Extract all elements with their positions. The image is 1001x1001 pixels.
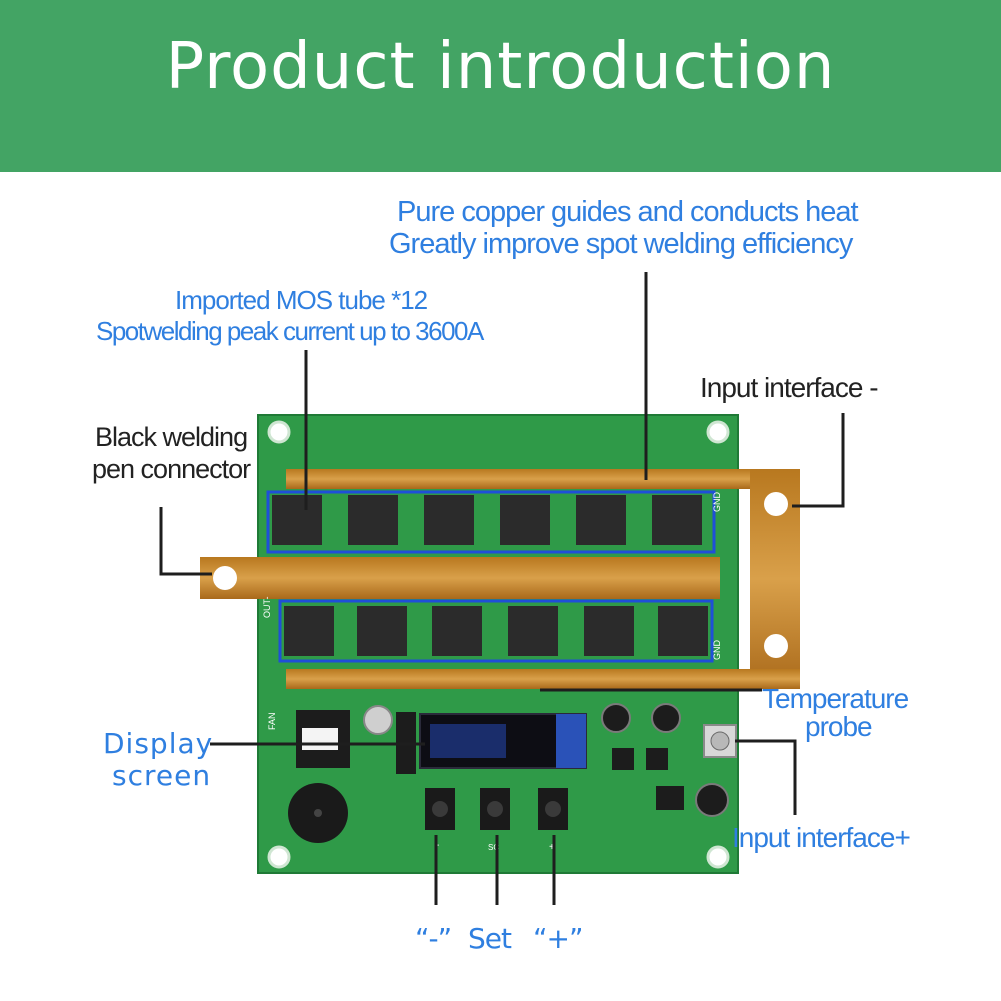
mos-label-line2: Spotwelding peak current up to 3600A (96, 316, 484, 346)
mos-transistor (272, 495, 322, 545)
silk-btn-plus: + (549, 842, 555, 853)
mounting-hole (267, 845, 291, 869)
input-minus-hole (764, 492, 788, 516)
mos-transistor (658, 606, 708, 656)
temperature-label-line1: Temperature (762, 683, 909, 714)
pen-connector-label-line1: Black welding (95, 422, 248, 452)
input-minus-label: Input interface - (700, 372, 879, 403)
plus-button-cap (545, 801, 561, 817)
temperature-label-line2: probe (805, 711, 873, 742)
minus-button-cap (432, 801, 448, 817)
capacitor (363, 705, 393, 735)
leader-input-minus (792, 413, 845, 508)
silk-btn-set: SC (488, 843, 499, 852)
mos-transistor (576, 495, 626, 545)
mos-transistor (652, 495, 702, 545)
mos-row-top (266, 490, 716, 554)
copper-bar-bottom (286, 669, 800, 689)
mos-transistor (348, 495, 398, 545)
capacitor (695, 783, 729, 817)
display-label-line1: Display (103, 727, 214, 760)
screw-icon (710, 731, 730, 751)
mounting-hole (267, 420, 291, 444)
mos-transistor (508, 606, 558, 656)
pen-connector-label-line2: pen connector (92, 454, 251, 484)
copper-bar-top (286, 469, 800, 489)
page-title: Product introduction (165, 30, 836, 104)
capacitor (651, 703, 681, 733)
copper-bar-pen (200, 557, 720, 599)
set-button-label: Set (468, 922, 512, 955)
silk-btn-minus: - (436, 840, 439, 851)
inductor (646, 748, 668, 770)
silk-gnd-top: GND (712, 492, 722, 513)
mounting-hole (706, 420, 730, 444)
mos-transistor (424, 495, 474, 545)
input-plus-hole (764, 634, 788, 658)
display-ribbon (556, 714, 586, 768)
inductor (612, 748, 634, 770)
mos-highlight-box (278, 599, 714, 663)
oled-screen-area (430, 724, 506, 758)
leader-input-plus (735, 739, 797, 815)
mos-transistor (357, 606, 407, 656)
plus-button-label: “+” (533, 922, 583, 955)
minus-button-label: “-” (415, 922, 452, 955)
display-label-line2: screen (112, 759, 212, 792)
mos-transistor (500, 495, 550, 545)
set-button-cap (487, 801, 503, 817)
pen-connector-hole (213, 566, 237, 590)
silk-gnd-bottom: GND (712, 640, 722, 661)
mos-row-bottom (278, 599, 714, 663)
mos-highlight-box (266, 490, 716, 554)
copper-label-line1: Pure copper guides and conducts heat (397, 196, 859, 228)
leader-pen-connector (159, 507, 212, 576)
capacitor (601, 703, 631, 733)
mounting-hole (706, 845, 730, 869)
silk-fan: FAN (267, 712, 277, 730)
header-banner: Product introduction (0, 0, 1001, 172)
mos-transistor (284, 606, 334, 656)
copper-label-line2: Greatly improve spot welding efficiency (389, 228, 853, 260)
silk-out: OUT- (262, 596, 272, 618)
input-plus-label: Input interface+ (732, 822, 911, 853)
buzzer-hole (314, 809, 322, 817)
mos-transistor (584, 606, 634, 656)
mos-label-line1: Imported MOS tube *12 (175, 285, 428, 315)
relay-label (302, 728, 338, 750)
mos-transistor (432, 606, 482, 656)
regulator-chip (656, 786, 684, 810)
